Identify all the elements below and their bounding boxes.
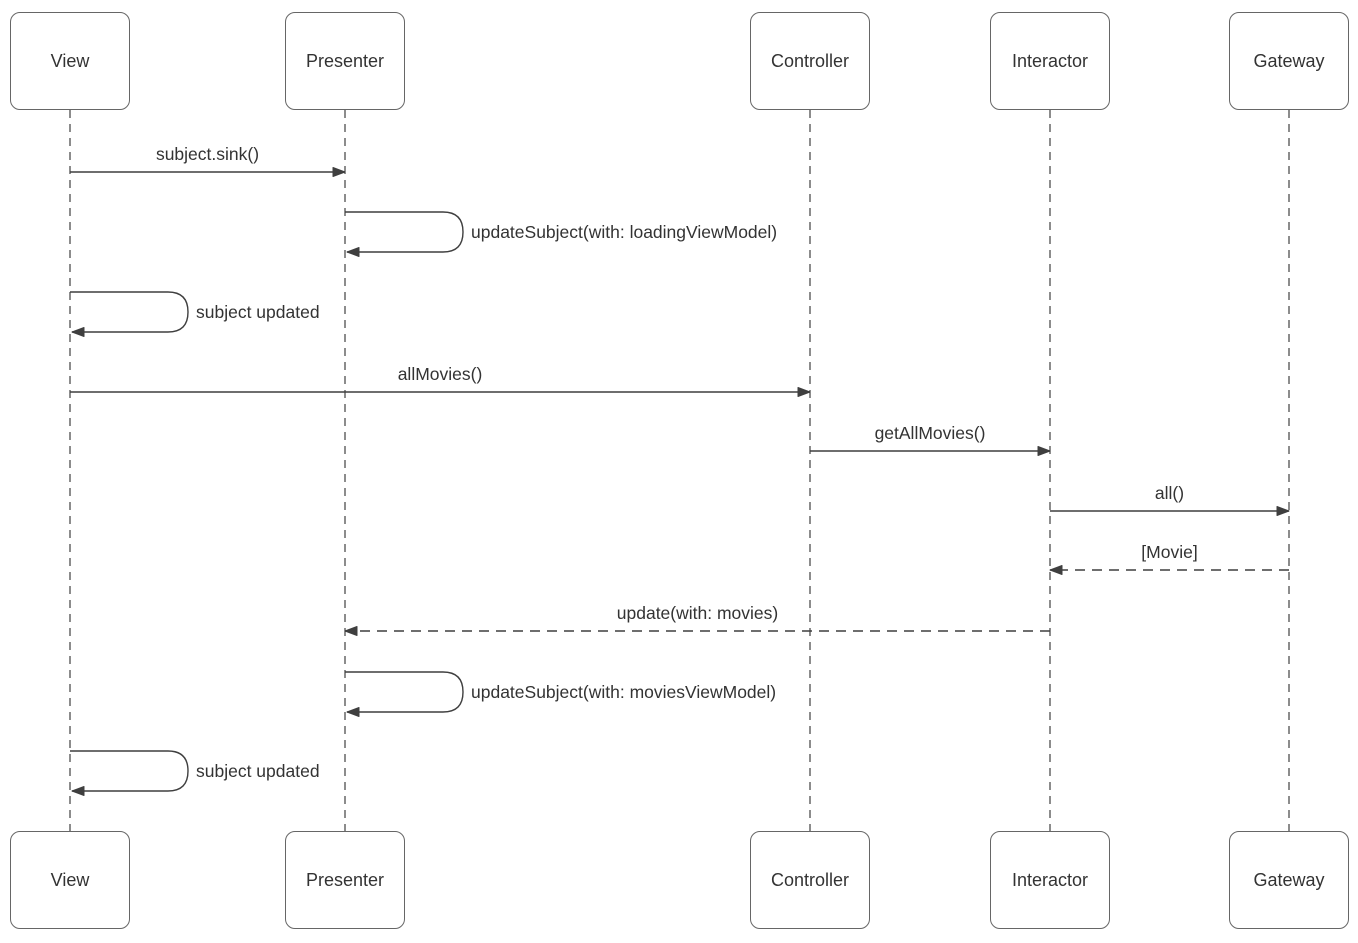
message-label-8: updateSubject(with: moviesViewModel) (471, 682, 777, 702)
self-message-arrow-8 (345, 671, 464, 717)
participant-label: Interactor (1011, 50, 1089, 71)
participant-box-view-top: View (10, 12, 130, 110)
participant-label: Controller (770, 50, 850, 71)
participant-box-controller-top: Controller (750, 12, 870, 110)
participant-label: Presenter (305, 869, 385, 890)
message-label-4: getAllMovies() (874, 423, 986, 443)
message-label-3: allMovies() (397, 364, 483, 384)
participant-box-view-bottom: View (10, 831, 130, 929)
participant-label: View (50, 869, 90, 890)
participant-label: Gateway (1253, 869, 1325, 890)
self-message-arrow-2 (70, 291, 189, 337)
participant-box-gateway-bottom: Gateway (1229, 831, 1349, 929)
participant-label: Gateway (1253, 50, 1325, 71)
message-label-7: update(with: movies) (616, 603, 779, 623)
participant-box-interactor-top: Interactor (990, 12, 1110, 110)
participant-box-presenter-top: Presenter (285, 12, 405, 110)
participant-box-gateway-top: Gateway (1229, 12, 1349, 110)
message-label-9: subject updated (196, 761, 320, 781)
self-message-arrow-9 (70, 750, 189, 796)
participant-label: Interactor (1011, 869, 1089, 890)
participant-box-controller-bottom: Controller (750, 831, 870, 929)
participant-label: View (50, 50, 90, 71)
participant-label: Presenter (305, 50, 385, 71)
message-label-2: subject updated (196, 302, 320, 322)
message-label-5: all() (1154, 483, 1185, 503)
message-label-6: [Movie] (1141, 542, 1198, 562)
self-message-arrow-1 (345, 211, 464, 257)
message-label-0: subject.sink() (155, 144, 260, 164)
message-label-1: updateSubject(with: loadingViewModel) (471, 222, 778, 242)
participant-label: Controller (770, 869, 850, 890)
participant-box-interactor-bottom: Interactor (990, 831, 1110, 929)
participant-box-presenter-bottom: Presenter (285, 831, 405, 929)
